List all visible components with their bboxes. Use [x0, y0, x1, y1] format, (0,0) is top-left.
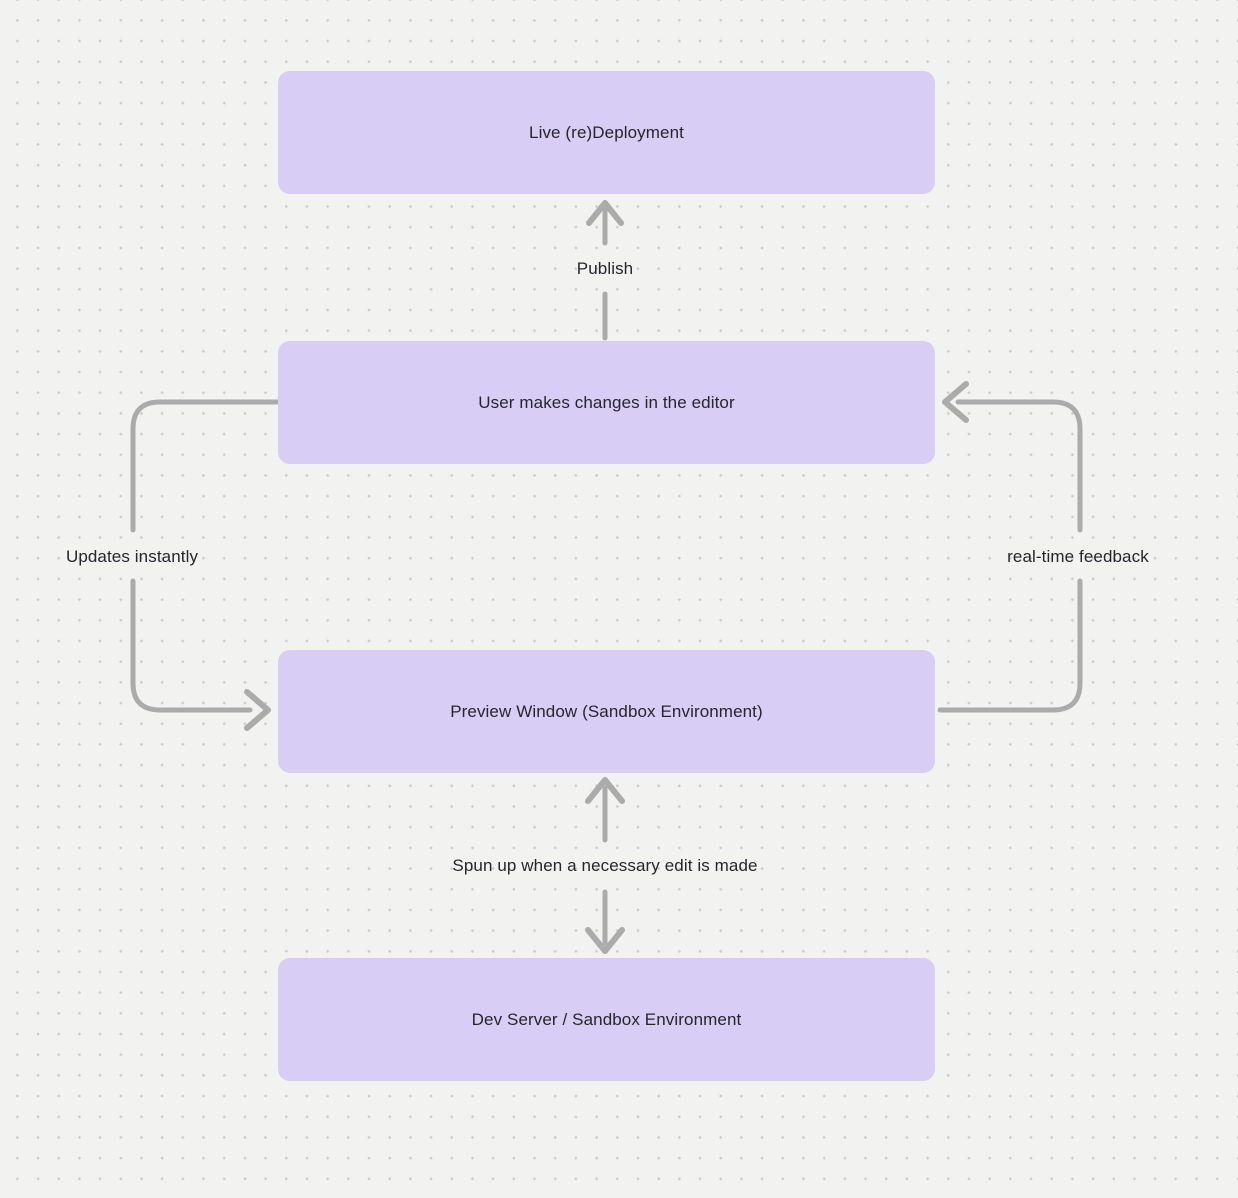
node-live-deployment[interactable]: Live (re)Deployment: [278, 71, 935, 194]
node-preview-window-label: Preview Window (Sandbox Environment): [450, 701, 763, 721]
node-user-editor-label: User makes changes in the editor: [478, 392, 735, 412]
edge-spun-up-label: Spun up when a necessary edit is made: [452, 856, 758, 875]
edge-updates-instantly-label: Updates instantly: [65, 547, 199, 566]
node-dev-server-label: Dev Server / Sandbox Environment: [471, 1009, 742, 1029]
node-dev-server[interactable]: Dev Server / Sandbox Environment: [278, 958, 935, 1081]
node-preview-window[interactable]: Preview Window (Sandbox Environment): [278, 650, 935, 773]
node-live-deployment-label: Live (re)Deployment: [529, 122, 684, 142]
node-user-editor[interactable]: User makes changes in the editor: [278, 341, 935, 464]
edge-realtime-feedback-label: real-time feedback: [1007, 547, 1149, 566]
edge-publish-label: Publish: [576, 259, 634, 278]
